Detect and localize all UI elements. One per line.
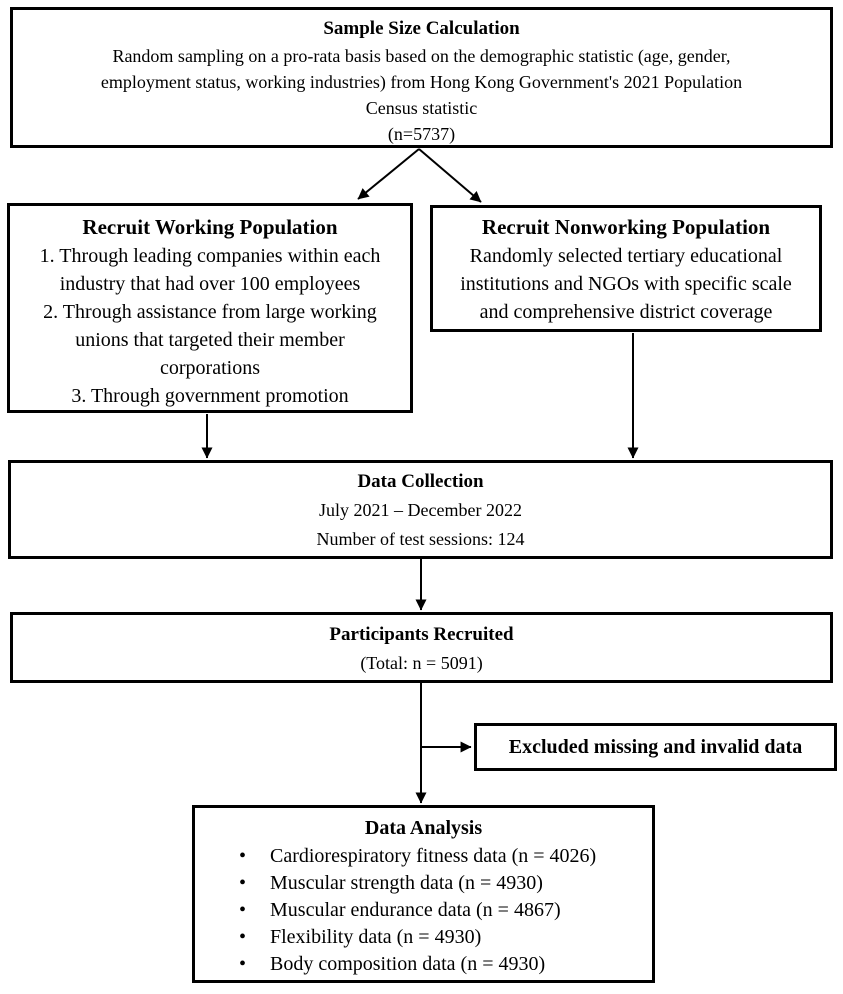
bullet-icon: • <box>239 899 247 921</box>
data-collection-title: Data Collection <box>357 471 484 492</box>
analysis-item: Flexibility data (n = 4930) <box>270 926 482 948</box>
recruit-working-line: industry that had over 100 employees <box>59 273 361 295</box>
analysis-item: Body composition data (n = 4930) <box>270 953 546 975</box>
recruit-working-title: Recruit Working Population <box>82 215 338 239</box>
data-collection-box: Data Collection July 2021 – December 202… <box>8 460 833 559</box>
recruit-nonworking-title: Recruit Nonworking Population <box>481 215 771 239</box>
bullet-icon: • <box>239 953 247 975</box>
participants-total: (Total: n = 5091) <box>360 653 483 673</box>
bullet-icon: • <box>239 872 247 894</box>
recruit-working-line: 3. Through government promotion <box>71 385 349 407</box>
list-item: • Muscular strength data (n = 4930) <box>195 870 652 897</box>
data-collection-period: July 2021 – December 2022 <box>319 500 522 520</box>
sample-size-box: Sample Size Calculation Random sampling … <box>10 7 833 148</box>
data-analysis-box: Data Analysis • Cardiorespiratory fitnes… <box>192 805 655 983</box>
recruit-working-line: 1. Through leading companies within each <box>39 245 381 267</box>
analysis-item: Muscular strength data (n = 4930) <box>270 872 543 894</box>
list-item: • Muscular endurance data (n = 4867) <box>195 897 652 924</box>
participants-recruited-box: Participants Recruited (Total: n = 5091) <box>10 612 833 683</box>
participants-recruited-title: Participants Recruited <box>329 624 514 645</box>
recruit-nonworking-box: Recruit Nonworking Population Randomly s… <box>430 205 822 332</box>
recruit-nonworking-line: Randomly selected tertiary educational <box>469 245 783 267</box>
arrow-sample-to-nonworking <box>418 148 482 203</box>
data-collection-sessions: Number of test sessions: 124 <box>316 529 525 549</box>
recruit-working-box: Recruit Working Population 1. Through le… <box>7 203 413 413</box>
recruit-working-line: corporations <box>160 357 260 379</box>
sample-size-line: Census statistic <box>365 98 478 118</box>
data-analysis-title: Data Analysis <box>364 817 483 839</box>
excluded-title: Excluded missing and invalid data <box>508 735 803 758</box>
excluded-box: Excluded missing and invalid data <box>474 723 837 771</box>
bullet-icon: • <box>239 845 247 867</box>
list-item: • Flexibility data (n = 4930) <box>195 924 652 951</box>
analysis-item: Cardiorespiratory fitness data (n = 4026… <box>270 845 597 867</box>
arrow-sample-to-working <box>357 148 420 200</box>
sample-size-line: Random sampling on a pro-rata basis base… <box>112 46 731 66</box>
recruit-working-line: unions that targeted their member <box>75 329 345 351</box>
sample-size-title: Sample Size Calculation <box>323 18 520 39</box>
bullet-icon: • <box>239 926 247 948</box>
analysis-item: Muscular endurance data (n = 4867) <box>270 899 561 921</box>
sample-size-n: (n=5737) <box>387 124 456 144</box>
sample-size-line: employment status, working industries) f… <box>100 72 743 92</box>
list-item: • Body composition data (n = 4930) <box>195 951 652 978</box>
recruit-working-line: 2. Through assistance from large working <box>43 301 377 323</box>
recruit-nonworking-line: and comprehensive district coverage <box>479 301 773 323</box>
recruit-nonworking-line: institutions and NGOs with specific scal… <box>460 273 792 295</box>
list-item: • Cardiorespiratory fitness data (n = 40… <box>195 843 652 870</box>
